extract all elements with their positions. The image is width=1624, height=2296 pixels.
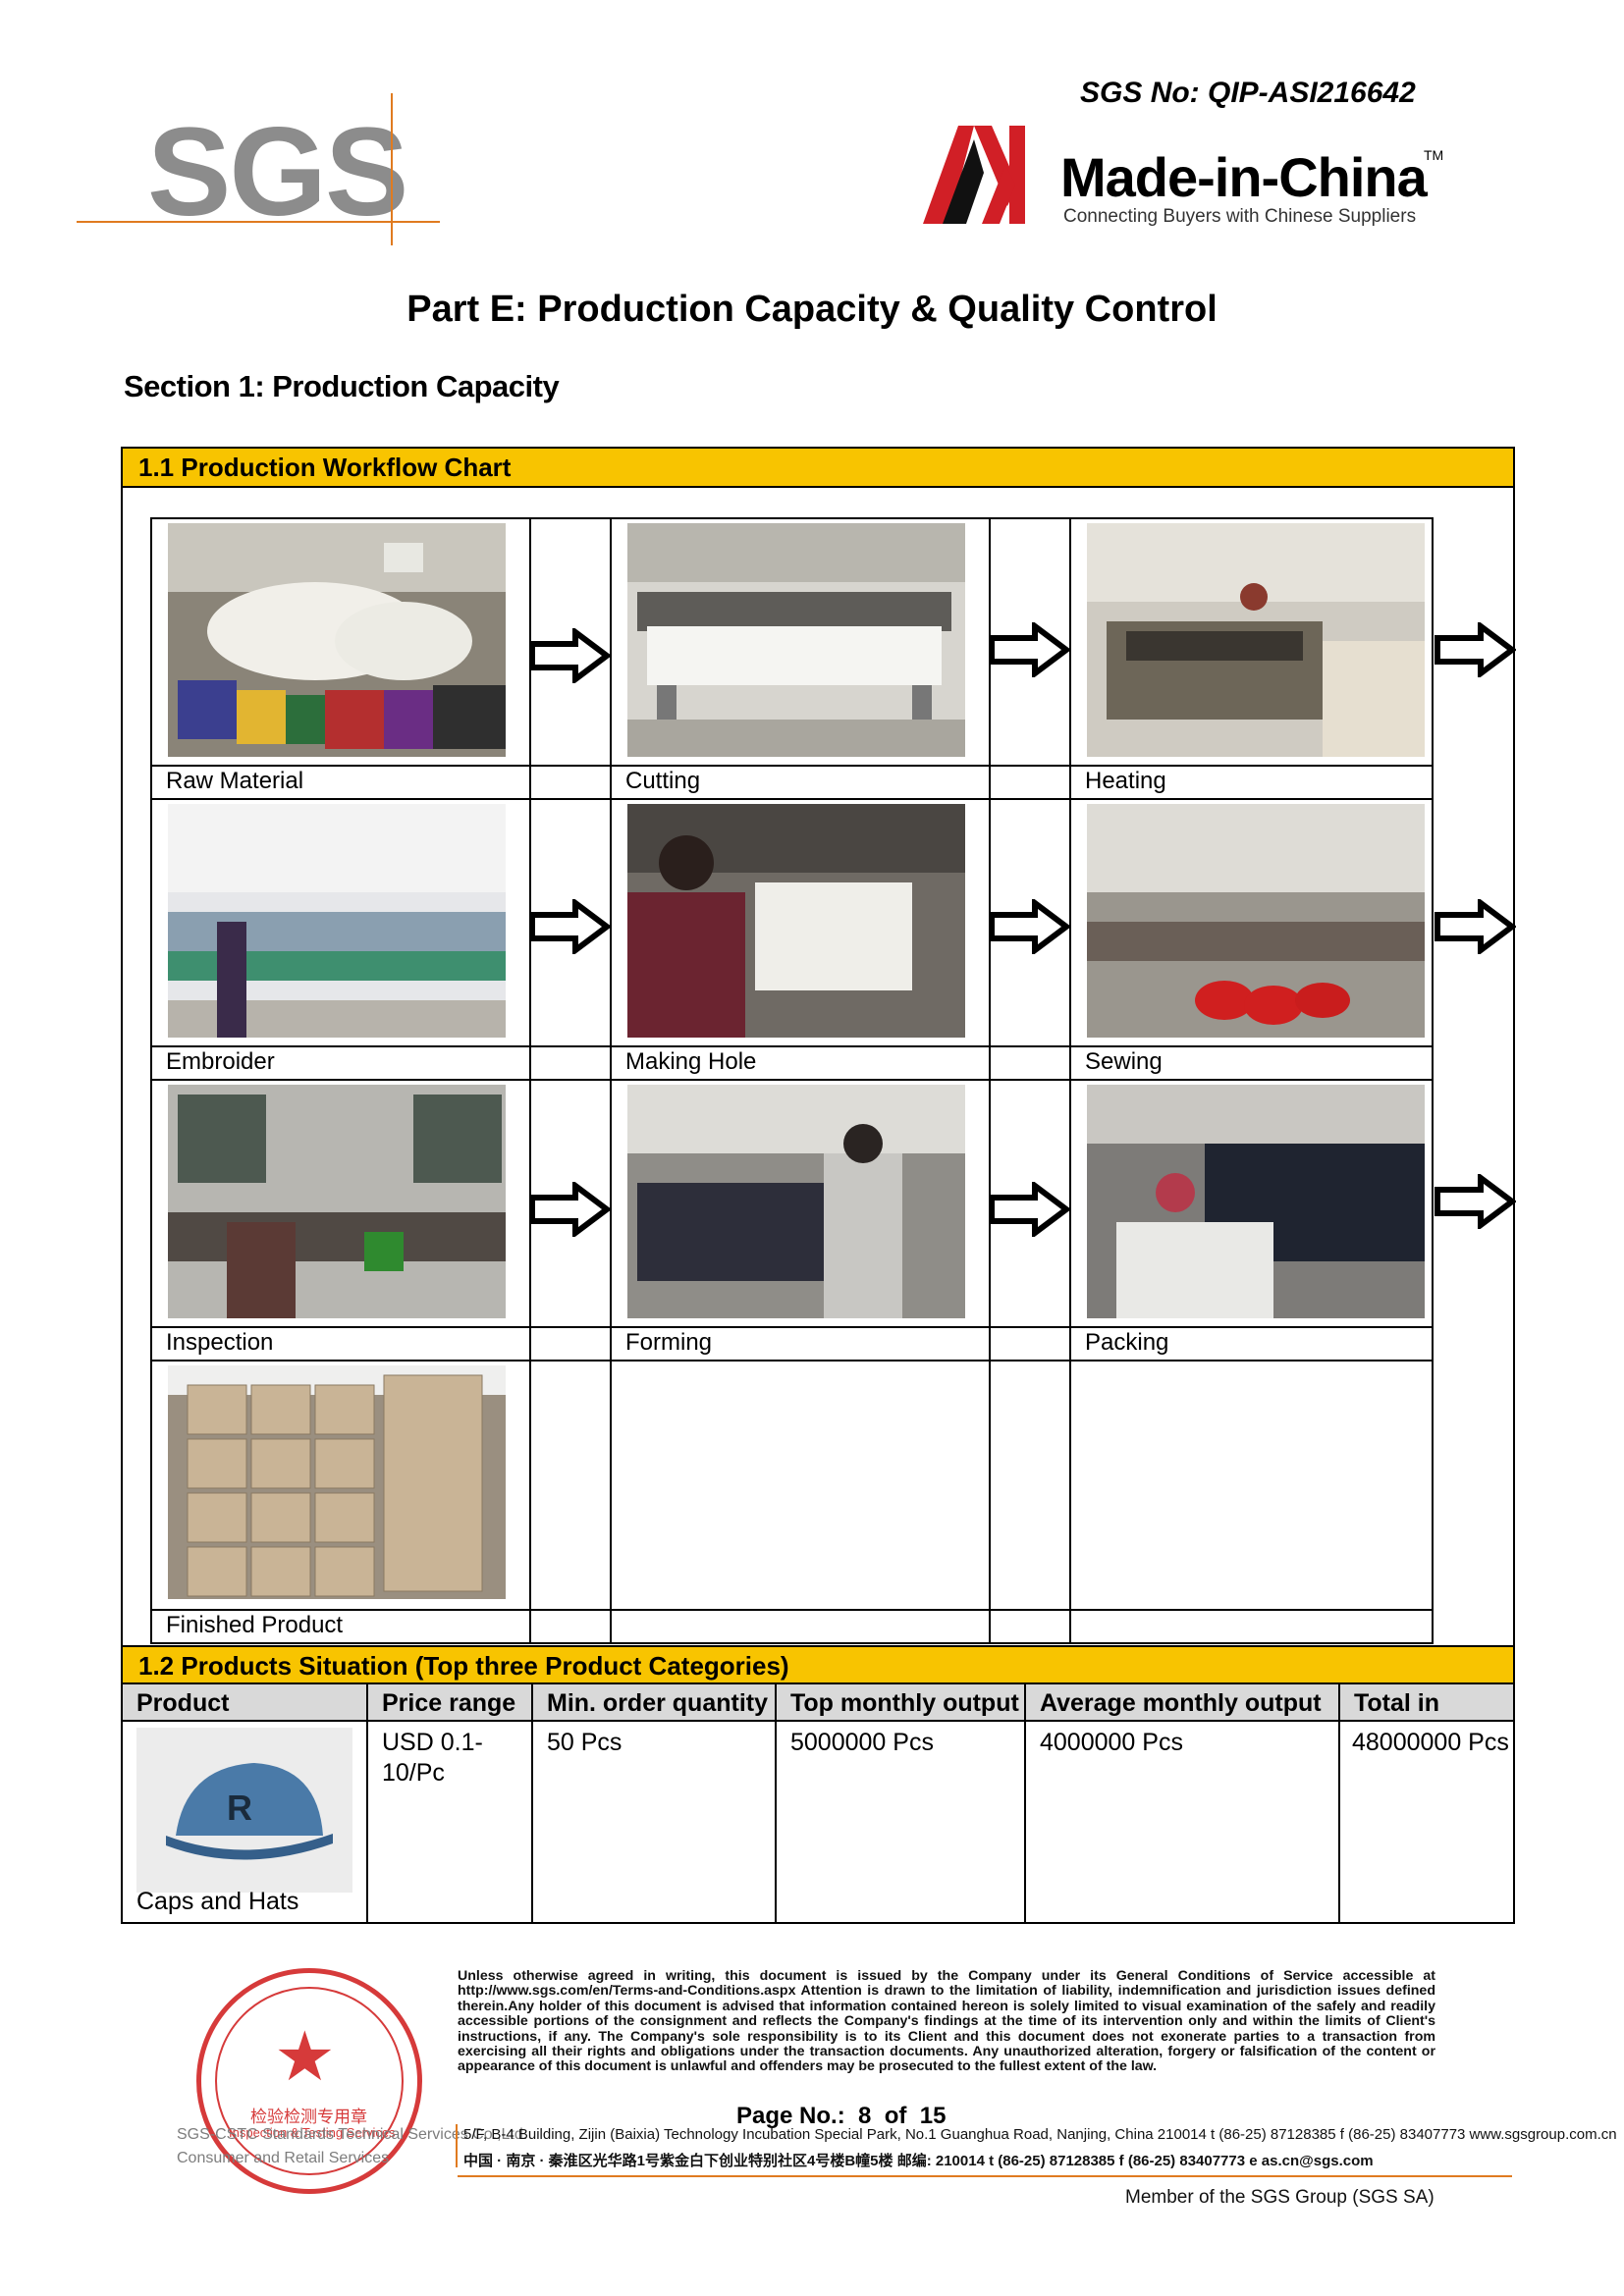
raw-material-photo: [168, 523, 506, 757]
step-label: Making Hole: [625, 1048, 757, 1075]
right-arrow-icon: [1435, 899, 1516, 954]
table-header-cell: Price range: [368, 1684, 531, 1722]
empty-cell: [1069, 1360, 1434, 1644]
right-arrow-icon: [1435, 1174, 1516, 1229]
top-monthly-output: 5000000 Pcs: [790, 1729, 934, 1756]
table-header-cell: Product: [123, 1684, 366, 1722]
making-hole-photo: [627, 804, 965, 1038]
logo-rule-vertical: [391, 93, 393, 245]
forming-photo: [627, 1085, 965, 1318]
step-label: Finished Product: [166, 1612, 344, 1638]
packing-photo: [1087, 1085, 1425, 1318]
embroider-photo: [168, 804, 506, 1038]
footer-rule: [458, 2175, 1512, 2177]
cutting-photo: [627, 523, 965, 757]
page-title: Part E: Production Capacity & Quality Co…: [406, 289, 1218, 330]
cap-product-photo: R: [136, 1728, 352, 1893]
inspection-photo: [168, 1085, 506, 1318]
col-total: Total in 48000000 Pcs: [1340, 1684, 1513, 1922]
table-header-cell: Top monthly output: [777, 1684, 1024, 1722]
avg-monthly-output: 4000000 Pcs: [1040, 1729, 1183, 1756]
step-label: Embroider: [166, 1048, 275, 1075]
workflow-step: Packing: [1069, 1079, 1434, 1362]
workflow-step: Cutting: [610, 517, 991, 800]
step-label: Packing: [1085, 1329, 1169, 1356]
workflow-step: Forming: [610, 1079, 991, 1362]
made-in-china-tagline: Connecting Buyers with Chinese Suppliers: [1063, 206, 1417, 227]
table-header-cell: Total in: [1340, 1684, 1513, 1722]
terms-link[interactable]: http://www.sgs.com/en/Terms-and-Conditio…: [458, 1983, 796, 2000]
step-label: Heating: [1085, 768, 1166, 794]
trademark-mark: TM: [1424, 147, 1444, 163]
made-in-china-logo-icon: [923, 126, 1025, 224]
heating-photo: [1087, 523, 1425, 757]
step-label: Inspection: [166, 1329, 274, 1356]
col-top-monthly: Top monthly output 5000000 Pcs: [777, 1684, 1026, 1922]
footer-divider: [456, 2124, 458, 2167]
svg-text:R: R: [227, 1788, 252, 1828]
workflow-step: Inspection: [150, 1079, 531, 1362]
workflow-step: Raw Material: [150, 517, 531, 800]
table-header-cell: Min. order quantity: [533, 1684, 775, 1722]
products-table: Product R Caps and Hats Price range USD …: [123, 1684, 1513, 1922]
workflow-step: Finished Product: [150, 1360, 531, 1644]
workflow-step: Heating: [1069, 517, 1434, 800]
right-arrow-icon: [529, 899, 611, 954]
col-product: Product R Caps and Hats: [123, 1684, 368, 1922]
right-arrow-icon: [989, 899, 1070, 954]
made-in-china-brand: Made-in-China: [1060, 146, 1428, 208]
workflow-heading: 1.1 Production Workflow Chart: [123, 449, 1513, 488]
workflow-chart: Raw Material Cutting Heating: [150, 517, 1434, 1644]
min-order-qty: 50 Pcs: [547, 1729, 623, 1756]
right-arrow-icon: [989, 1182, 1070, 1237]
sgs-logo: SGS: [147, 102, 408, 242]
page-number: Page No.: 8 of 15: [736, 2103, 947, 2129]
products-heading: 1.2 Products Situation (Top three Produc…: [123, 1645, 1513, 1684]
empty-cell: [610, 1360, 991, 1644]
capacity-frame: [121, 447, 1515, 1924]
company-name: SGS-CSTC Standards Technical Services Co…: [177, 2126, 528, 2143]
step-label: Cutting: [625, 768, 701, 794]
empty-cell: [529, 1360, 612, 1644]
step-label: Sewing: [1085, 1048, 1163, 1075]
right-arrow-icon: [1435, 622, 1516, 677]
company-stamp: ★ 检验检测专用章 Inspection & Testing Services: [196, 1968, 422, 2194]
address-cn: 中国 · 南京 · 秦淮区光华路1号紫金白下创业特别社区4号楼B幢5楼 邮编: …: [463, 2153, 1374, 2169]
star-icon: ★: [274, 2018, 336, 2095]
price-range: USD 0.1- 10/Pc: [382, 1729, 483, 1787]
logo-rule-horizontal: [77, 221, 440, 223]
workflow-step: Sewing: [1069, 798, 1434, 1081]
company-division: Consumer and Retail Services: [177, 2150, 390, 2166]
step-label: Forming: [625, 1329, 713, 1356]
right-arrow-icon: [529, 1182, 611, 1237]
legal-disclaimer: Unless otherwise agreed in writing, this…: [458, 1968, 1435, 2075]
table-header-cell: Average monthly output: [1026, 1684, 1338, 1722]
empty-cell: [989, 1360, 1071, 1644]
col-moq: Min. order quantity 50 Pcs: [533, 1684, 777, 1922]
right-arrow-icon: [989, 622, 1070, 677]
workflow-step: Embroider: [150, 798, 531, 1081]
product-name: Caps and Hats: [136, 1888, 299, 1915]
section-title: Section 1: Production Capacity: [124, 369, 560, 403]
workflow-step: Making Hole: [610, 798, 991, 1081]
address-en: 5/F, B-4 Building, Zijin (Baixia) Techno…: [463, 2126, 1617, 2143]
col-avg-monthly: Average monthly output 4000000 Pcs: [1026, 1684, 1340, 1922]
total-output: 48000000 Pcs: [1352, 1729, 1509, 1756]
col-price: Price range USD 0.1- 10/Pc: [368, 1684, 533, 1922]
step-label: Raw Material: [166, 768, 304, 794]
sgs-report-number: SGS No: QIP-ASI216642: [1080, 77, 1416, 109]
sewing-photo: [1087, 804, 1425, 1038]
right-arrow-icon: [529, 628, 611, 683]
finished-product-photo: [168, 1365, 506, 1599]
member-note: Member of the SGS Group (SGS SA): [1125, 2187, 1435, 2208]
